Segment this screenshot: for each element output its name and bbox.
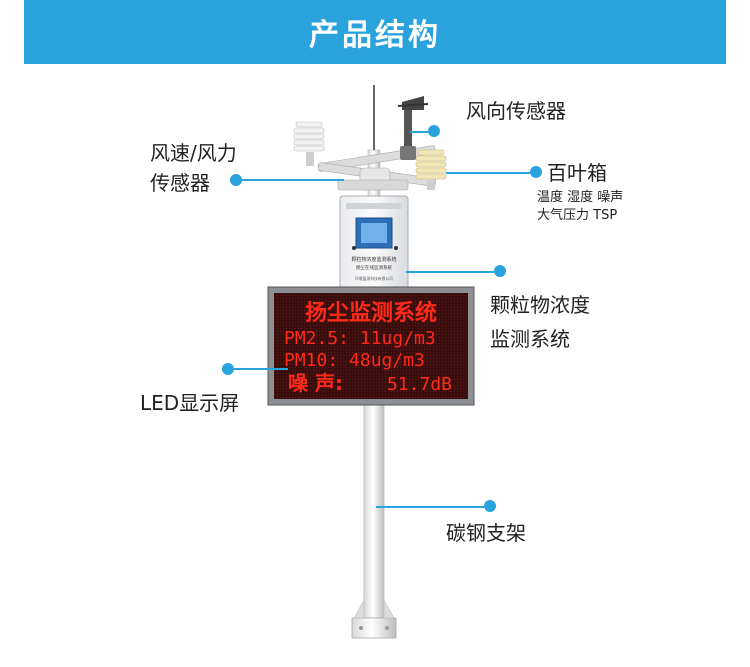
cabinet-label-2: 扬尘在线监测系统 bbox=[356, 264, 392, 271]
cabinet-label-3: 环境监测科技有限公司 bbox=[355, 276, 393, 281]
callout-dot-wind-direction bbox=[428, 125, 440, 137]
callout-dot-monitor bbox=[494, 265, 506, 277]
monitoring-cabinet: 颗粒物浓度监测系统 扬尘在线监测系统 环境监测科技有限公司 bbox=[339, 195, 409, 295]
callout-line-monitor bbox=[406, 271, 494, 273]
wind-speed-sensor bbox=[293, 121, 325, 166]
callout-line-pole bbox=[376, 506, 484, 508]
label-wind-speed-1: 风速/风力 bbox=[150, 141, 237, 165]
steel-pole bbox=[351, 399, 397, 639]
cabinet-label-1: 颗粒物浓度监测系统 bbox=[351, 256, 396, 263]
louver-box bbox=[415, 149, 447, 190]
callout-line-led bbox=[234, 368, 288, 370]
label-steel-pole: 碳钢支架 bbox=[446, 521, 526, 545]
led-row-noise-value: 51.7dB bbox=[387, 374, 452, 395]
led-title: 扬尘监测系统 bbox=[305, 300, 437, 326]
label-led-screen: LED显示屏 bbox=[140, 391, 240, 415]
led-row-pm10: PM10: 48ug/m3 bbox=[284, 350, 425, 371]
callout-dot-pole bbox=[484, 500, 496, 512]
header-banner: 产品结构 bbox=[24, 0, 726, 64]
label-wind-speed-2: 传感器 bbox=[150, 171, 210, 195]
callout-dot-led bbox=[222, 363, 234, 375]
callout-dot-wind-speed bbox=[230, 174, 242, 186]
callout-line-wind-speed bbox=[242, 179, 344, 181]
wind-direction-sensor bbox=[397, 96, 429, 160]
label-monitor-2: 监测系统 bbox=[490, 327, 570, 351]
label-louver-sub-2: 大气压力 TSP bbox=[537, 208, 618, 223]
page-title: 产品结构 bbox=[309, 18, 441, 53]
callout-line-louver bbox=[446, 172, 530, 174]
label-wind-direction: 风向传感器 bbox=[466, 99, 566, 123]
callout-dot-louver bbox=[530, 166, 542, 178]
label-louver-sub-1: 温度 湿度 噪声 bbox=[537, 190, 624, 205]
callout-line-wind-direction bbox=[410, 131, 428, 133]
led-row-pm25: PM2.5: 11ug/m3 bbox=[284, 328, 436, 349]
label-louver-box: 百叶箱 bbox=[547, 161, 607, 185]
label-monitor-1: 颗粒物浓度 bbox=[490, 293, 590, 317]
led-row-noise-label: 噪 声: bbox=[288, 371, 343, 395]
led-screen: 扬尘监测系统 PM2.5: 11ug/m3 PM10: 48ug/m3 噪 声:… bbox=[267, 286, 475, 406]
